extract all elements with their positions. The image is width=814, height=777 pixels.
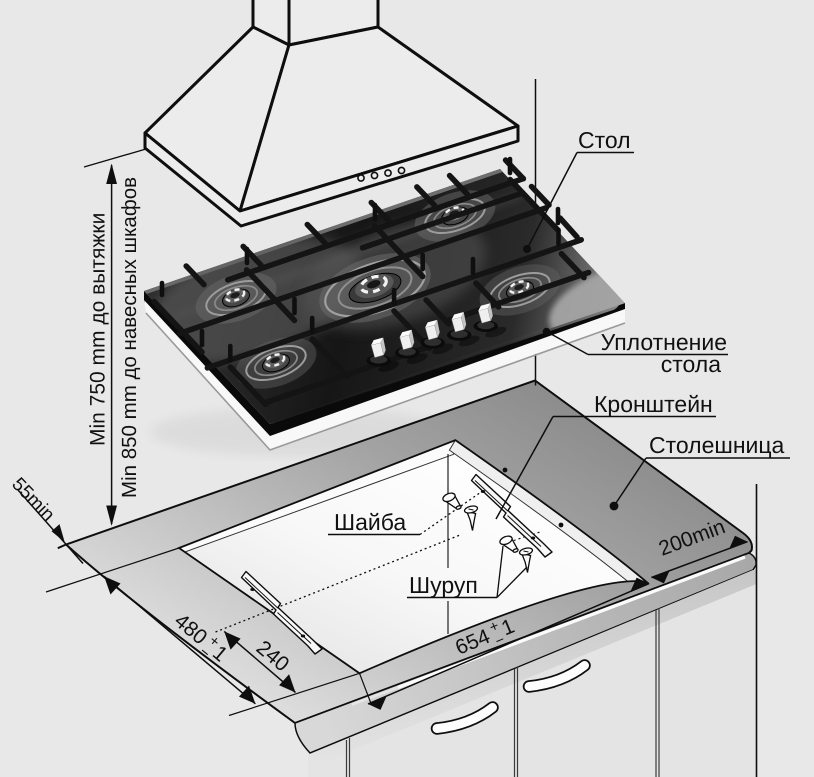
svg-text:Min 750 mm до вытяжки: Min 750 mm до вытяжки [87,213,110,446]
svg-text:Шайба: Шайба [334,509,406,535]
svg-text:стола: стола [661,351,721,377]
svg-text:Кронштейн: Кронштейн [594,391,713,417]
svg-text:Шуруп: Шуруп [409,572,478,598]
svg-text:Уплотнение: Уплотнение [601,329,727,355]
svg-text:Столешница: Столешница [649,432,785,458]
svg-text:Стол: Стол [578,127,631,153]
svg-text:Min 850 mm до навесных шкафов: Min 850 mm до навесных шкафов [118,177,141,498]
